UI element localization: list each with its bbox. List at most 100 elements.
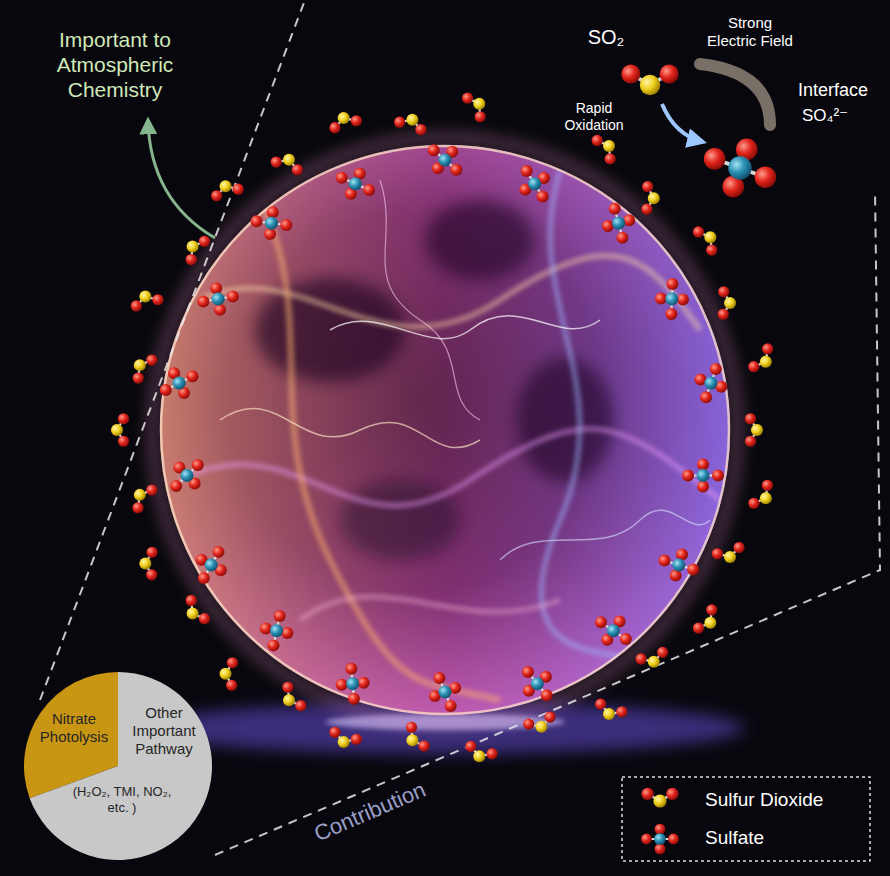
- oxygen-atom: [282, 682, 293, 693]
- oxygen-atom: [132, 502, 143, 513]
- sulfur-atom: [665, 293, 678, 306]
- oxygen-atom: [666, 788, 678, 800]
- oxygen-atom: [762, 343, 773, 354]
- oxygen-atom: [260, 622, 272, 634]
- sulfate-ion: [429, 672, 461, 712]
- molecule-layer: [111, 64, 776, 854]
- oxidation-arrow: [662, 104, 703, 142]
- oxygen-atom: [706, 604, 717, 615]
- oxygen-atom: [641, 834, 652, 845]
- oxygen-atom: [595, 616, 607, 628]
- oxygen-atom: [336, 679, 348, 691]
- slice-label: (H₂O₂, TMI, NO₂, etc. ): [72, 784, 172, 815]
- oxygen-atom: [227, 290, 239, 302]
- wisp: [330, 316, 600, 339]
- oxygen-atom: [251, 215, 263, 227]
- oxygen-atom: [655, 293, 667, 305]
- annotation-text: Important to Atmospheric Chemistry: [40, 28, 190, 102]
- zoom-guide-line: [40, 0, 305, 700]
- oxygen-atom: [267, 206, 279, 218]
- sulfur-dioxide-molecule: [712, 542, 745, 563]
- oxygen-atom: [616, 706, 627, 717]
- oxygen-atom: [160, 384, 172, 396]
- sulfur-atom: [338, 736, 350, 748]
- sulfur-dioxide-molecule: [465, 741, 497, 762]
- legend-label: Sulfur Dioxide: [705, 789, 823, 811]
- oxygen-atom: [620, 633, 632, 645]
- oxygen-atom: [733, 542, 744, 553]
- sulfur-atom: [728, 156, 751, 179]
- formula-label: SO₄²⁻: [795, 106, 855, 126]
- sulfur-atom: [531, 677, 544, 690]
- oxygen-atom: [636, 653, 647, 664]
- oxygen-atom: [660, 64, 679, 83]
- guide-label: Contribution: [282, 765, 458, 860]
- sulfate-ion: [197, 282, 239, 316]
- sphere-tint: [160, 145, 730, 715]
- sulfur-dioxide-molecule: [693, 226, 717, 255]
- wisp: [200, 256, 700, 330]
- sulfur-dioxide-molecule: [132, 484, 157, 513]
- oxygen-atom: [682, 469, 694, 481]
- sphere-rim: [161, 146, 729, 714]
- sulfur-atom: [648, 656, 660, 668]
- oxygen-atom: [118, 413, 129, 424]
- oxygen-atom: [186, 595, 197, 606]
- sulfur-dioxide-molecule: [406, 722, 430, 752]
- sulfur-dioxide-molecule: [745, 413, 763, 447]
- legend-label: Sulfate: [705, 827, 764, 849]
- oxygen-atom: [621, 64, 640, 83]
- oxygen-atom: [227, 657, 238, 668]
- sulfur-atom: [134, 489, 146, 501]
- oxygen-atom: [336, 172, 348, 184]
- sulfate-ion: [658, 548, 699, 581]
- wisp: [220, 409, 480, 448]
- sulfur-dioxide-molecule: [693, 604, 717, 633]
- sulfur-atom: [139, 291, 151, 303]
- sulfur-atom: [535, 721, 547, 733]
- sulfur-dioxide-molecule: [748, 480, 773, 509]
- oxygen-atom: [605, 153, 616, 164]
- slice-label: Nitrate Photolysis: [33, 710, 115, 746]
- oxygen-atom: [602, 220, 614, 232]
- sulfur-atom: [270, 624, 283, 637]
- sulfur-dioxide-molecule: [641, 181, 659, 215]
- sulfur-atom: [704, 231, 716, 243]
- sulfur-atom: [751, 424, 763, 436]
- sulfate-ion: [655, 278, 689, 320]
- inset-sulfate: [704, 139, 776, 198]
- sulfur-atom: [187, 607, 199, 619]
- wisp: [500, 510, 710, 560]
- sulfur-atom: [724, 297, 736, 309]
- sulfur-atom: [724, 551, 736, 563]
- oxygen-atom: [710, 363, 722, 375]
- sulfate-ion: [595, 616, 632, 646]
- sulfur-atom: [439, 686, 452, 699]
- slice-label: Other Important Pathway: [125, 704, 203, 758]
- oxygen-atom: [445, 700, 457, 712]
- oxygen-atom: [704, 148, 726, 170]
- oxygen-atom: [214, 304, 226, 316]
- oxygen-atom: [712, 469, 724, 481]
- sulfate-ion: [519, 165, 550, 202]
- sulfur-atom: [187, 241, 199, 253]
- legend-sulfur-dioxide-sample: [641, 788, 678, 808]
- oxygen-atom: [537, 191, 549, 203]
- sulfur-atom: [648, 192, 660, 204]
- oxygen-atom: [212, 546, 224, 558]
- oxygen-atom: [146, 484, 157, 495]
- annotation-text: Strong Electric Field: [705, 14, 795, 49]
- sulfur-atom: [220, 180, 232, 192]
- inset-sulfur-dioxide: [621, 64, 678, 95]
- sulfur-atom: [607, 624, 620, 637]
- sulfur-dioxide-molecule: [748, 343, 773, 372]
- oxygen-atom: [186, 254, 197, 265]
- oxygen-atom: [521, 165, 533, 177]
- sulfur-atom: [760, 356, 772, 368]
- oxygen-atom: [486, 748, 497, 759]
- sulfur-atom: [612, 217, 625, 230]
- sulfur-atom: [205, 559, 218, 572]
- sulfur-atom: [111, 424, 123, 436]
- sulfate-ion: [602, 203, 635, 244]
